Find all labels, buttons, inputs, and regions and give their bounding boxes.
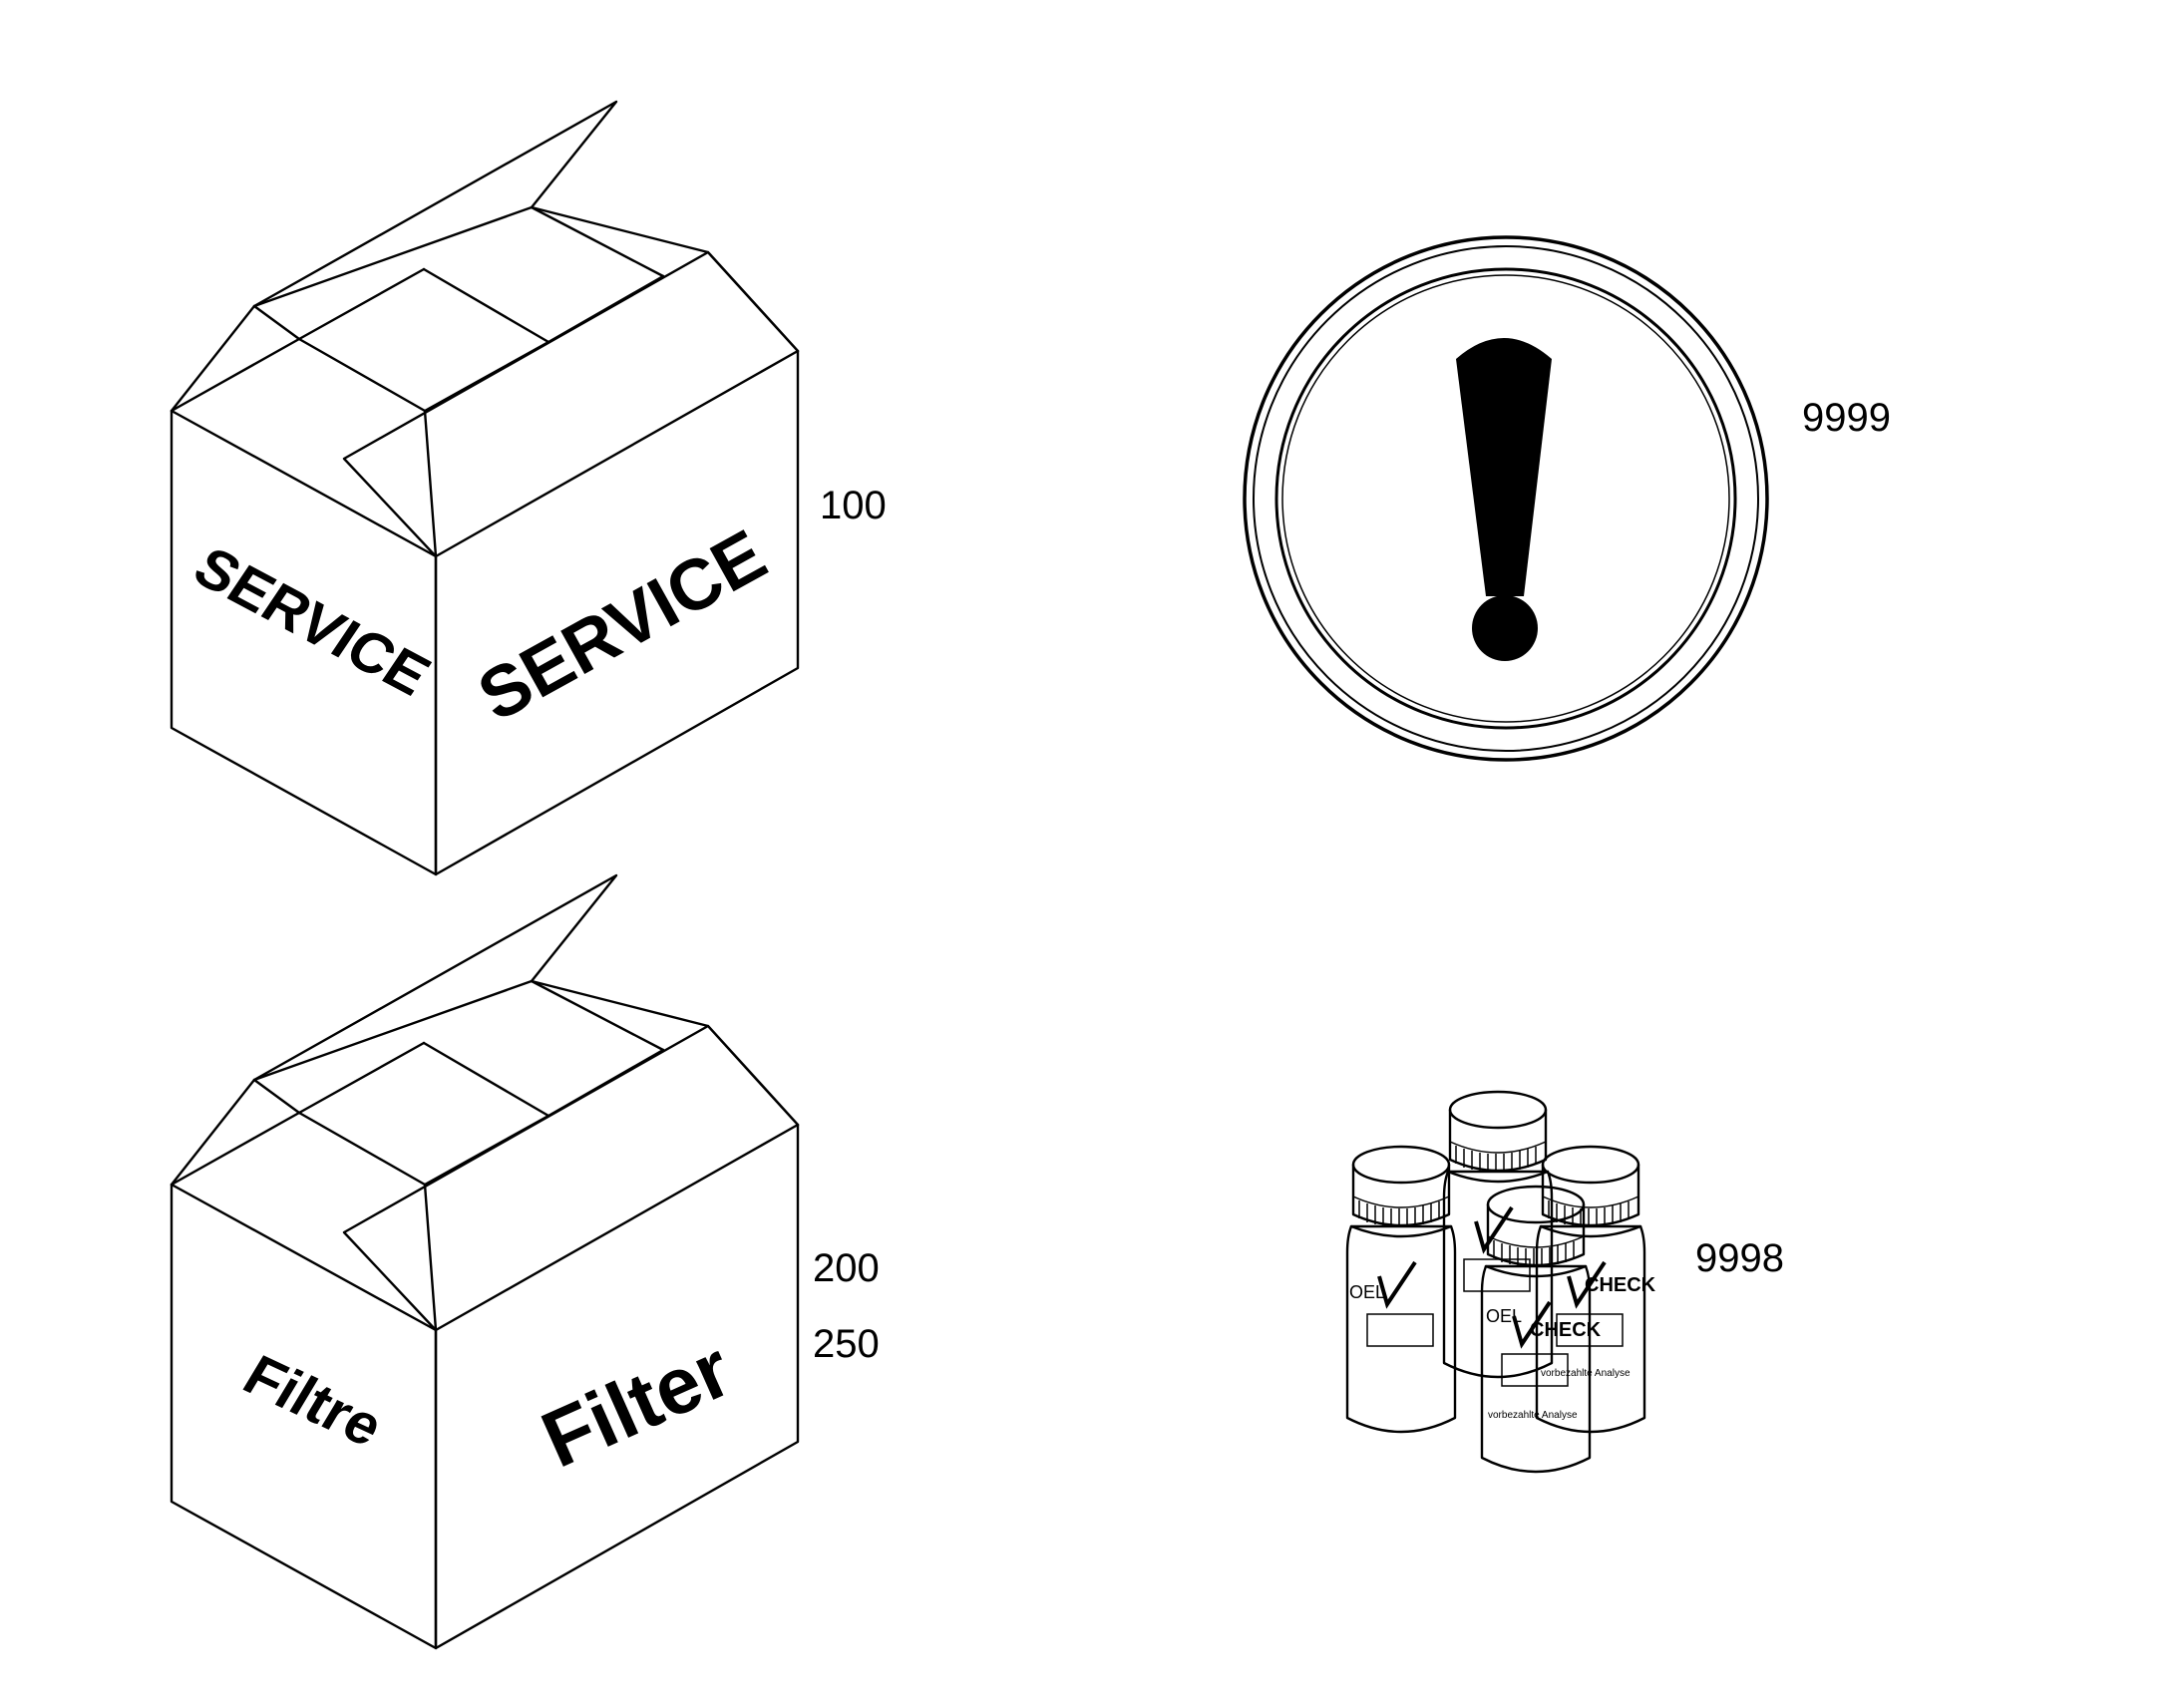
sample-bottles: OEL CHECK vorbezahlte Analyse OEL CHECK … <box>1345 1090 1656 1474</box>
filter-box: Filtre Filter <box>170 873 800 1650</box>
warning-symbol <box>1243 235 1769 762</box>
bottle-brand-top: OEL <box>1349 1282 1385 1302</box>
ref-number-100: 100 <box>820 484 887 527</box>
filter-box-front-label: Filter <box>530 1324 744 1485</box>
ref-number-200: 200 <box>813 1246 880 1290</box>
ref-number-9998: 9998 <box>1695 1236 1784 1280</box>
bottle-fine-print: vorbezahlte Analyse <box>1541 1368 1631 1379</box>
filter-box-side-label: Filtre <box>232 1343 394 1459</box>
bottle-brand-main: CHECK <box>1585 1274 1656 1296</box>
exclamation-icon <box>1456 338 1552 661</box>
ref-number-250: 250 <box>813 1322 880 1366</box>
bottle-brand-top-front: OEL <box>1486 1306 1522 1326</box>
bottle-brand-main-front: CHECK <box>1530 1319 1602 1341</box>
bottle-fine-print-front: vorbezahlte Analyse <box>1488 1410 1578 1421</box>
ref-number-9999: 9999 <box>1802 396 1891 440</box>
service-box-front-label: SERVICE <box>466 514 779 737</box>
service-box-side-label: SERVICE <box>182 535 442 708</box>
service-box: SERVICE SERVICE <box>170 100 800 876</box>
